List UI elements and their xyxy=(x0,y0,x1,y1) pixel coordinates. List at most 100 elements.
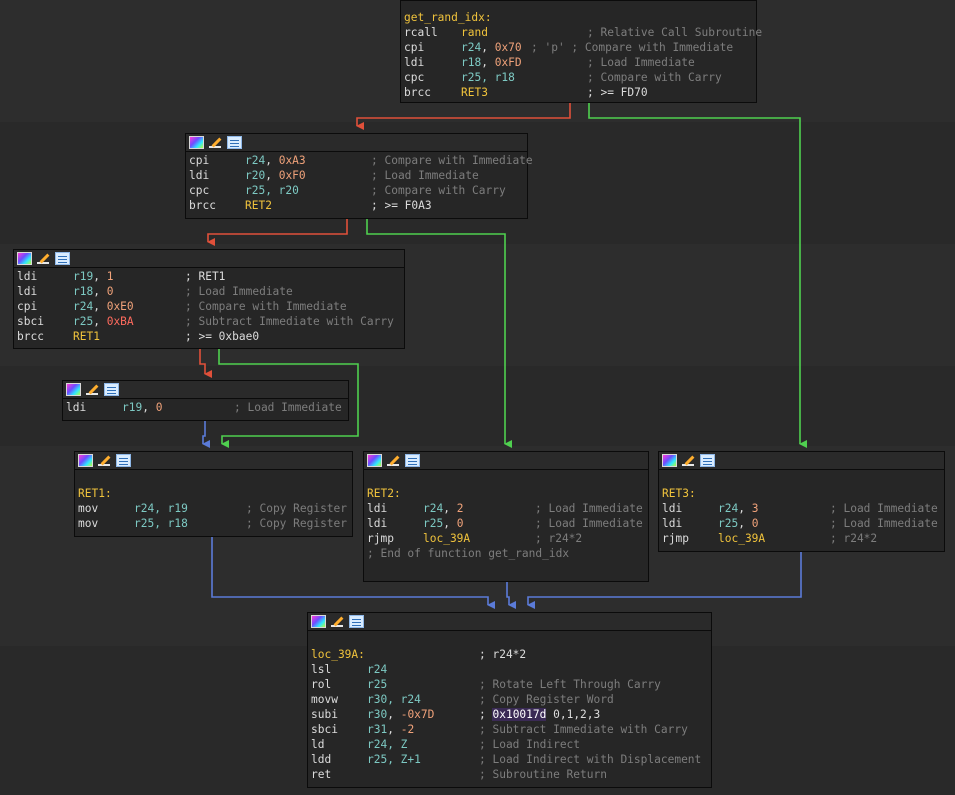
code-line[interactable]: loc_39A: ; r24*2 xyxy=(311,647,711,662)
graph-color-icon[interactable] xyxy=(367,454,382,467)
function-label[interactable]: get_rand_idx: xyxy=(404,11,492,24)
operand: r25, r18 xyxy=(134,517,188,530)
xref-icon[interactable] xyxy=(349,615,364,628)
edit-icon[interactable] xyxy=(330,615,345,628)
comment: ; >= FD70 xyxy=(587,86,648,99)
mnemonic: ldi xyxy=(367,502,388,515)
edge-false xyxy=(207,219,348,246)
address-highlight[interactable]: 0x10017d xyxy=(492,708,547,721)
edit-icon[interactable] xyxy=(85,383,100,396)
operand[interactable]: rand xyxy=(461,26,488,39)
edit-icon[interactable] xyxy=(97,454,112,467)
edge-false xyxy=(356,103,571,130)
xref-icon[interactable] xyxy=(116,454,131,467)
operand[interactable]: RET1 xyxy=(73,330,100,343)
graph-color-icon[interactable] xyxy=(66,383,81,396)
operand: r30, -0x7D xyxy=(367,708,435,721)
operand: r19, 1 xyxy=(73,270,114,283)
code-line[interactable]: ret; Subroutine Return xyxy=(311,767,711,782)
edit-icon[interactable] xyxy=(681,454,696,467)
edge-false xyxy=(199,349,212,378)
xref-icon[interactable] xyxy=(104,383,119,396)
node-header xyxy=(308,613,711,631)
xref-icon[interactable] xyxy=(405,454,420,467)
edit-icon[interactable] xyxy=(386,454,401,467)
mnemonic: ldi xyxy=(662,502,683,515)
block-label[interactable]: RET2: xyxy=(367,487,401,500)
operand[interactable]: loc_39A xyxy=(423,532,471,545)
operand[interactable]: RET2 xyxy=(245,199,272,212)
code-line: ; End of function get_rand_idx xyxy=(367,546,648,561)
graph-color-icon[interactable] xyxy=(311,615,326,628)
xref-icon[interactable] xyxy=(55,252,70,265)
operand[interactable]: loc_39A xyxy=(718,532,766,545)
comment: ; r24*2 xyxy=(479,648,527,661)
block-label[interactable]: RET3: xyxy=(662,487,696,500)
graph-color-icon[interactable] xyxy=(662,454,677,467)
block-label[interactable]: RET1: xyxy=(78,487,112,500)
operand[interactable]: RET3 xyxy=(461,86,488,99)
graph-color-icon[interactable] xyxy=(17,252,32,265)
mnemonic: sbci xyxy=(17,315,44,328)
node-header xyxy=(364,452,648,470)
xref-icon[interactable] xyxy=(700,454,715,467)
comment: ; Load Immediate xyxy=(185,285,293,298)
xref-icon[interactable] xyxy=(227,136,242,149)
comment: ; Compare with Immediate xyxy=(371,154,533,167)
mnemonic: cpi xyxy=(404,41,425,54)
edit-icon[interactable] xyxy=(208,136,223,149)
mnemonic: rjmp xyxy=(367,532,394,545)
operand: r24, r19 xyxy=(134,502,188,515)
comment: ; Subroutine Return xyxy=(479,768,607,781)
graph-color-icon[interactable] xyxy=(78,454,93,467)
edit-icon[interactable] xyxy=(36,252,51,265)
block-label[interactable]: loc_39A: xyxy=(311,648,365,661)
comment: ; Load Immediate xyxy=(830,517,938,530)
comment: ; Load Immediate xyxy=(371,169,479,182)
comment: ; Relative Call Subroutine xyxy=(587,26,763,39)
mnemonic: cpi xyxy=(17,300,38,313)
node-header xyxy=(186,134,527,152)
graph-color-icon[interactable] xyxy=(189,136,204,149)
operand: r20, 0xF0 xyxy=(245,169,306,182)
edge-flow xyxy=(506,582,516,609)
